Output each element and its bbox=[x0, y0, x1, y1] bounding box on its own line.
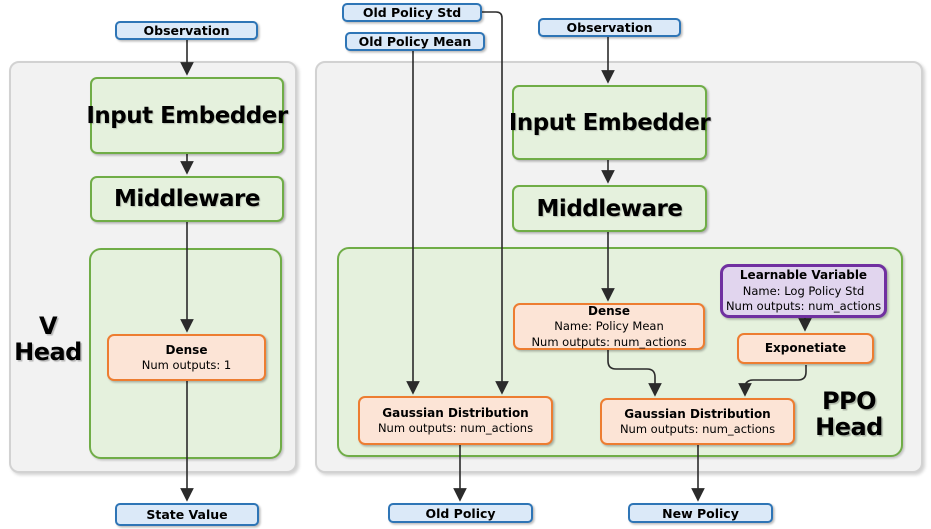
exponetiate-label: Exponetiate bbox=[764, 341, 847, 356]
learnable-variable-outputs: Num outputs: num_actions bbox=[725, 299, 882, 314]
ppo-dense-title: Dense bbox=[588, 303, 630, 318]
v-observation-node: Observation bbox=[115, 21, 258, 40]
old-policy-label: Old Policy bbox=[425, 505, 496, 521]
ppo-dense-policy-mean-node: Dense Name: Policy Mean Num outputs: num… bbox=[513, 303, 705, 350]
ppo-head-title-line2: Head bbox=[815, 413, 883, 442]
gaussian-new-outputs: Num outputs: num_actions bbox=[619, 421, 776, 436]
gaussian-old-outputs: Num outputs: num_actions bbox=[377, 420, 534, 435]
v-head-title: V Head bbox=[11, 313, 85, 366]
exponetiate-node: Exponetiate bbox=[737, 333, 874, 364]
old-policy-std-label: Old Policy Std bbox=[362, 5, 462, 20]
old-policy-node: Old Policy bbox=[388, 503, 533, 523]
v-observation-label: Observation bbox=[143, 23, 230, 38]
v-dense-node: Dense Num outputs: 1 bbox=[107, 334, 266, 381]
gaussian-new-title: Gaussian Distribution bbox=[624, 406, 771, 421]
new-policy-label: New Policy bbox=[662, 505, 739, 521]
ppo-dense-outputs: Num outputs: num_actions bbox=[531, 334, 687, 349]
learnable-variable-node: Learnable Variable Name: Log Policy Std … bbox=[720, 264, 887, 318]
ppo-observation-node: Observation bbox=[538, 18, 681, 37]
ppo-middleware-label: Middleware bbox=[536, 195, 683, 222]
ppo-dense-name: Name: Policy Mean bbox=[554, 319, 664, 334]
state-value-node: State Value bbox=[115, 503, 259, 526]
old-policy-mean-node: Old Policy Mean bbox=[345, 32, 485, 51]
ppo-observation-label: Observation bbox=[566, 20, 653, 35]
gaussian-distribution-new-node: Gaussian Distribution Num outputs: num_a… bbox=[600, 398, 795, 445]
new-policy-node: New Policy bbox=[628, 503, 773, 523]
learnable-variable-title: Learnable Variable bbox=[739, 268, 868, 283]
v-dense-outputs: Num outputs: 1 bbox=[141, 357, 232, 372]
ppo-input-embedder-node: Input Embedder bbox=[508, 85, 711, 160]
v-middleware-node: Middleware bbox=[90, 176, 284, 222]
learnable-variable-name: Name: Log Policy Std bbox=[742, 283, 865, 298]
v-head-title-line2: Head bbox=[14, 338, 82, 367]
ppo-input-embedder-label: Input Embedder bbox=[508, 109, 711, 136]
v-dense-title: Dense bbox=[165, 342, 208, 357]
old-policy-std-node: Old Policy Std bbox=[342, 3, 482, 22]
v-input-embedder-label: Input Embedder bbox=[86, 102, 288, 129]
old-policy-mean-label: Old Policy Mean bbox=[358, 34, 472, 49]
ppo-head-title: PPO Head bbox=[803, 388, 895, 441]
gaussian-old-title: Gaussian Distribution bbox=[382, 405, 529, 420]
v-input-embedder-node: Input Embedder bbox=[86, 77, 288, 154]
v-head-title-line1: V bbox=[38, 312, 58, 340]
v-middleware-label: Middleware bbox=[114, 186, 260, 212]
state-value-label: State Value bbox=[146, 507, 228, 522]
ppo-head-title-line1: PPO bbox=[821, 387, 877, 415]
ppo-middleware-node: Middleware bbox=[512, 185, 707, 232]
gaussian-distribution-old-node: Gaussian Distribution Num outputs: num_a… bbox=[358, 396, 553, 445]
